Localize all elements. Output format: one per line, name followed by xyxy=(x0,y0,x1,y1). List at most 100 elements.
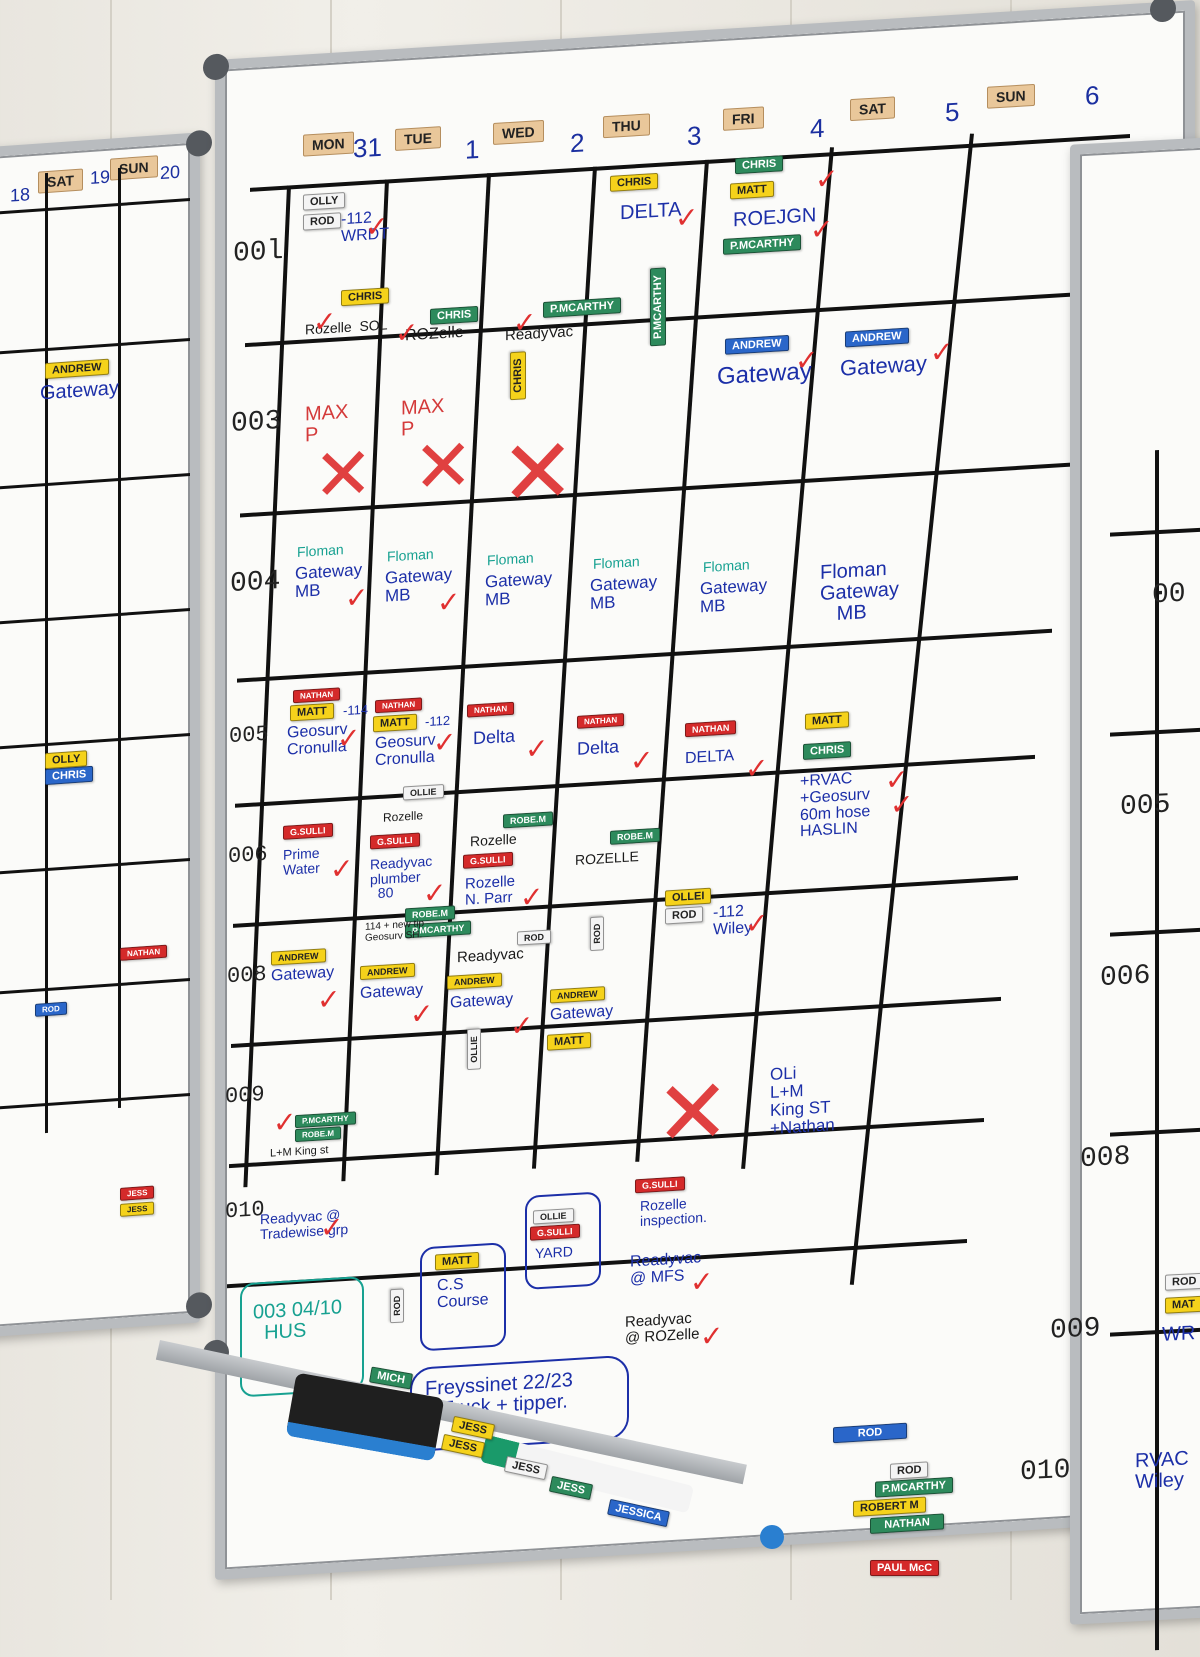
name-tag-chris[interactable]: CHRIS xyxy=(341,287,390,307)
note-wiley: -112 Wiley xyxy=(713,902,753,939)
name-tag-rod[interactable]: ROD xyxy=(833,1422,907,1444)
name-tag-rod[interactable]: ROD xyxy=(590,916,604,952)
date-number: 1 xyxy=(465,133,480,165)
name-tag-matt[interactable]: MATT xyxy=(290,702,334,722)
check-icon: ✓ xyxy=(700,1318,724,1354)
name-tag-chris[interactable]: CHRIS xyxy=(610,172,659,192)
name-tag-matt[interactable]: MATT xyxy=(805,711,849,730)
name-tag-mat[interactable]: MAT xyxy=(1165,1295,1200,1314)
check-icon: ✓ xyxy=(890,787,914,822)
name-tag-nathan[interactable]: NATHAN xyxy=(577,712,625,729)
row-label-001: 00l xyxy=(233,235,284,270)
name-tag-paulmcc[interactable]: PAUL McC xyxy=(870,1560,940,1576)
name-tag-nathan[interactable]: NATHAN xyxy=(685,720,737,738)
note-gateway-mb: Gateway MB xyxy=(590,571,658,613)
name-tag-ollie[interactable]: OLLIE xyxy=(467,1028,481,1071)
name-tag[interactable]: ANDREW xyxy=(45,358,109,380)
name-tag-ollei[interactable]: OLLEI xyxy=(665,887,712,907)
check-icon: ✓ xyxy=(930,334,954,370)
day-header-sat: SAT xyxy=(850,96,895,122)
grid-row-line xyxy=(237,628,1052,683)
name-tag-matt[interactable]: MATT xyxy=(547,1032,591,1051)
name-tag-ollie[interactable]: OLLIE xyxy=(403,784,444,801)
name-tag-chris[interactable]: CHRIS xyxy=(803,741,852,761)
name-tag-gsulli[interactable]: G.SULLI xyxy=(463,851,513,869)
check-icon: ✓ xyxy=(313,304,337,340)
name-tag-andrew[interactable]: ANDREW xyxy=(360,962,415,981)
name-tag[interactable]: NATHAN xyxy=(120,944,168,961)
note-hus: 003 04/10 HUS xyxy=(253,1296,342,1344)
name-tag-rod[interactable]: ROD xyxy=(390,1288,404,1324)
name-tag-chris[interactable]: CHRIS xyxy=(430,305,479,325)
name-tag[interactable]: JESS xyxy=(120,1201,155,1217)
note-floman-gateway-mb: Floman Gateway MB xyxy=(820,557,899,625)
name-tag-robertm[interactable]: ROBERT M xyxy=(853,1496,926,1517)
check-icon: ✓ xyxy=(395,315,419,350)
right-whiteboard: 00 005 006 008 009 010 ROD MAT WR RVAC W… xyxy=(1020,135,1200,1651)
row-label-004: 004 xyxy=(230,565,281,601)
name-tag-gsulli[interactable]: G.SULLI xyxy=(635,1176,685,1194)
name-tag-chris[interactable]: CHRIS xyxy=(735,155,784,175)
name-tag-pmcarthy[interactable]: P.MCARTHY xyxy=(650,267,666,347)
name-tag-gsulli[interactable]: G.SULLI xyxy=(283,822,333,840)
check-icon: ✓ xyxy=(745,751,769,786)
name-tag-nathan[interactable]: NATHAN xyxy=(467,701,515,718)
name-tag-andrew[interactable]: ANDREW xyxy=(725,334,789,355)
grid-col-line xyxy=(45,172,48,1134)
date-number: 5 xyxy=(945,96,960,128)
note-readyvac: Readyvac xyxy=(457,945,524,967)
name-tag-nathan[interactable]: NATHAN xyxy=(375,697,423,714)
note-readyvac-rozelle: Readyvac @ ROZelle xyxy=(625,1309,700,1347)
name-tag[interactable]: JESS xyxy=(120,1185,155,1201)
name-tag-rod[interactable]: ROD xyxy=(517,929,551,946)
name-tag-ollie[interactable]: OLLIE xyxy=(533,1208,574,1225)
name-tag-matt[interactable]: MATT xyxy=(730,180,774,200)
check-icon: ✓ xyxy=(675,200,699,235)
name-tag-andrew[interactable]: ANDREW xyxy=(271,948,326,966)
date-number: 31 xyxy=(353,131,382,164)
note-floman: Floman xyxy=(297,541,344,560)
check-icon: ✓ xyxy=(437,584,461,620)
row-label-009: 009 xyxy=(225,1081,265,1110)
note-gateway: Gateway xyxy=(840,350,927,381)
note-floman: Floman xyxy=(387,545,434,565)
name-tag-nathan[interactable]: NATHAN xyxy=(293,687,341,704)
name-tag-rod[interactable]: ROD xyxy=(890,1461,929,1480)
name-tag-pmcarthy[interactable]: P.MCARTHY xyxy=(875,1476,953,1498)
check-icon: ✓ xyxy=(320,1210,344,1245)
check-icon: ✓ xyxy=(423,875,447,911)
note-delta: Delta xyxy=(577,736,620,759)
row-label-006: 006 xyxy=(228,841,268,870)
day-header-mon: MON xyxy=(303,131,354,157)
name-tag[interactable]: ROD xyxy=(35,1001,67,1017)
name-tag-andrew[interactable]: ANDREW xyxy=(550,986,605,1004)
name-tag-robem[interactable]: ROBE.M xyxy=(503,811,553,829)
name-tag-pmcarthy[interactable]: P.MCARTHY xyxy=(543,297,621,318)
name-tag-matt[interactable]: MATT xyxy=(373,713,417,733)
note-delta: Delta xyxy=(473,725,516,749)
name-tag-rod[interactable]: ROD xyxy=(1165,1272,1200,1291)
note-rozelle: Rozelle xyxy=(470,830,517,850)
magnet-button xyxy=(760,1525,784,1549)
row-label-010: 010 xyxy=(1020,1454,1071,1489)
check-icon: ✓ xyxy=(433,725,457,760)
date-number: 19 xyxy=(90,166,111,188)
check-icon: ✓ xyxy=(365,209,389,244)
row-label-009: 009 xyxy=(1050,1313,1101,1347)
name-tag-matt[interactable]: MATT xyxy=(435,1251,479,1271)
name-tag-nathan[interactable]: NATHAN xyxy=(870,1513,944,1534)
name-tag-andrew[interactable]: ANDREW xyxy=(447,972,502,990)
row-label-005: 005 xyxy=(229,721,269,750)
name-tag-olly[interactable]: OLLY xyxy=(303,192,346,211)
name-tag-robem[interactable]: ROBE.M xyxy=(610,827,660,845)
row-label-010: 010 xyxy=(225,1196,265,1225)
day-header-thu: THU xyxy=(603,113,650,139)
name-tag-andrew[interactable]: ANDREW xyxy=(845,327,909,348)
name-tag-chris[interactable]: CHRIS xyxy=(510,350,526,401)
name-tag-robem[interactable]: ROBE.M xyxy=(295,1126,341,1143)
name-tag[interactable]: CHRIS xyxy=(45,765,94,786)
name-tag-gsulli[interactable]: G.SULLI xyxy=(370,832,420,850)
name-tag-pmcarthy[interactable]: P.MCARTHY xyxy=(723,234,801,255)
note-delta: DELTA xyxy=(685,747,735,768)
note-prime-water: Prime Water xyxy=(283,844,320,878)
